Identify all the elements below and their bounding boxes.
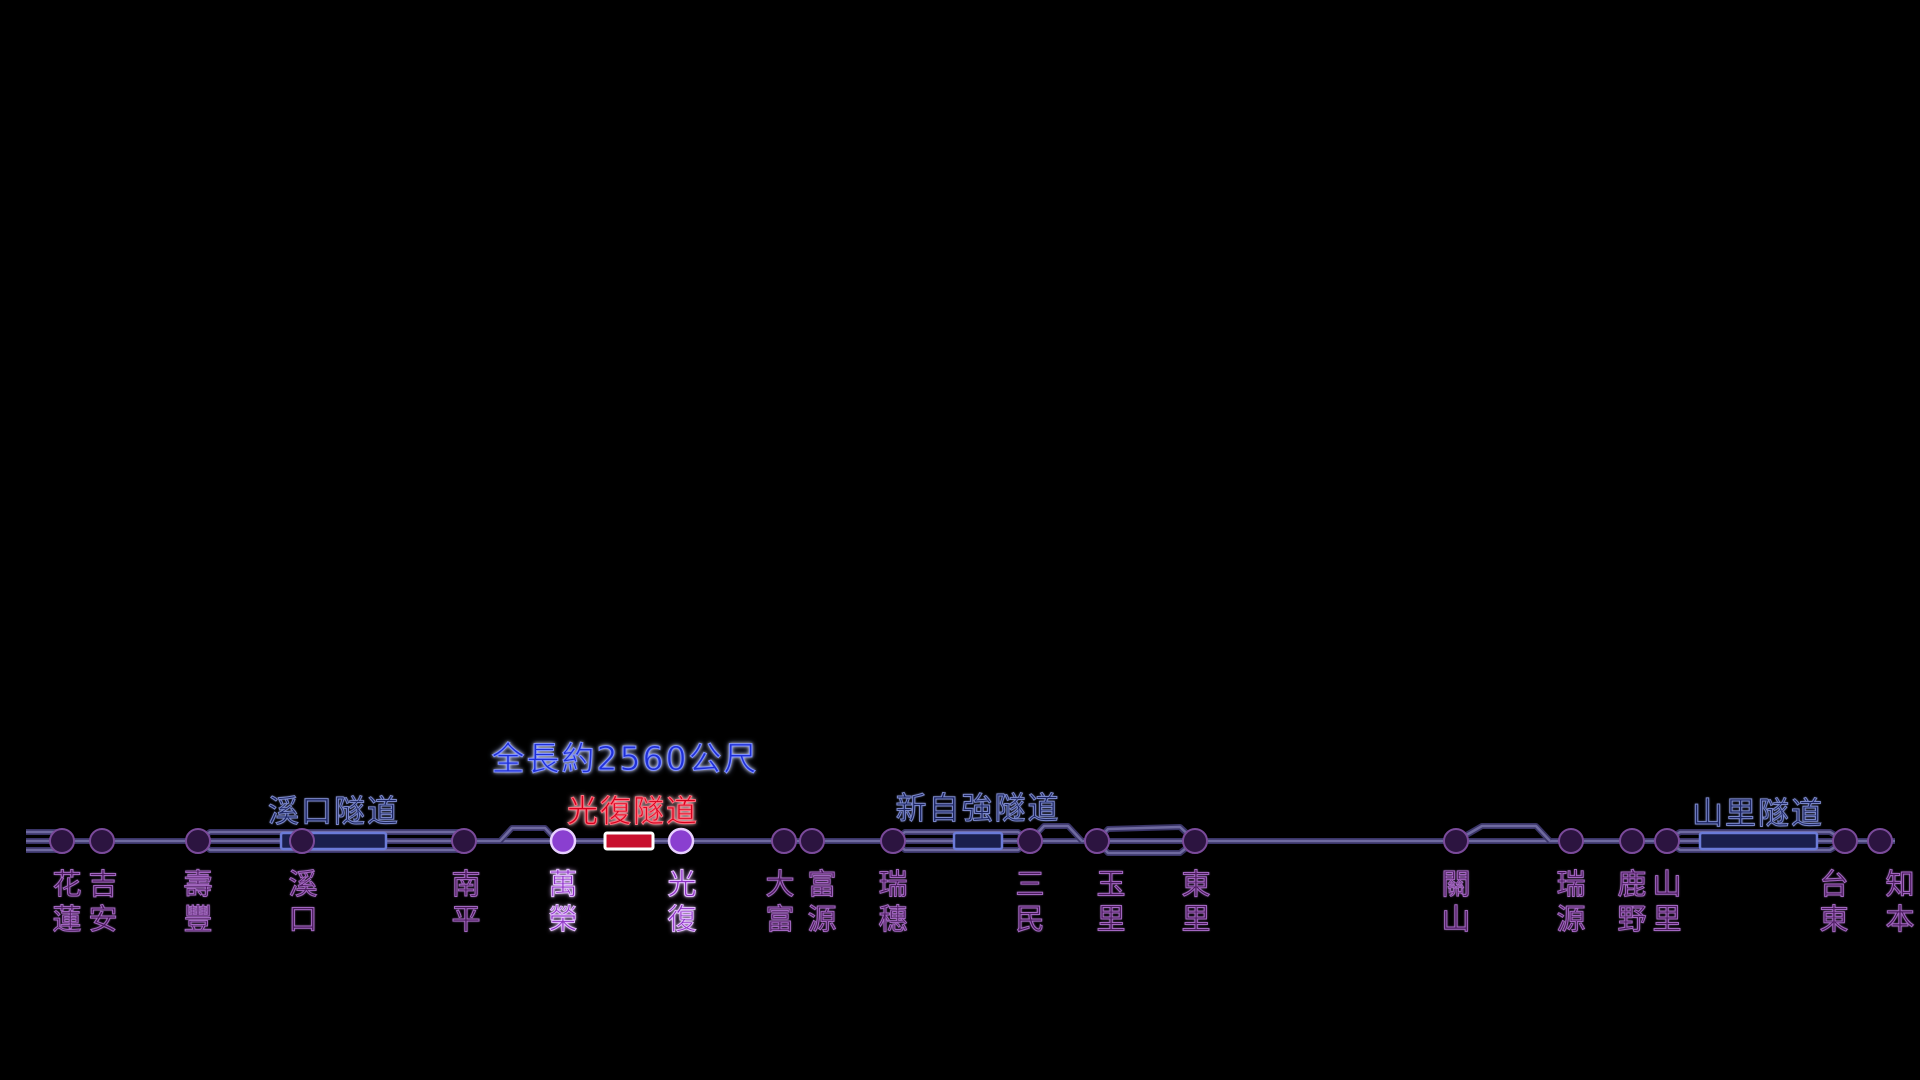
station-label-nanping: 南平	[451, 867, 481, 937]
station-char: 富	[765, 902, 795, 937]
station-char: 富	[807, 867, 837, 902]
station-char: 山	[1441, 902, 1471, 937]
station-node-fuyuan	[799, 828, 825, 854]
station-label-luye: 鹿野	[1617, 867, 1647, 937]
station-label-sanmin: 三民	[1015, 867, 1045, 937]
station-char: 東	[1819, 902, 1849, 937]
station-node-sanmin	[1017, 828, 1043, 854]
station-node-ruiyuan	[1558, 828, 1584, 854]
station-nodes	[49, 827, 1893, 855]
tunnel-box-guangfu	[603, 831, 655, 851]
station-char: 源	[807, 902, 837, 937]
station-char: 平	[451, 902, 481, 937]
station-label-ruisui: 瑞穗	[878, 867, 908, 937]
station-label-dongli: 東里	[1181, 867, 1211, 937]
station-char: 光	[667, 867, 697, 902]
station-node-dongli	[1182, 828, 1208, 854]
station-char: 本	[1885, 902, 1915, 937]
station-label-xikou: 溪口	[288, 867, 318, 937]
station-label-ruiyuan: 瑞源	[1556, 867, 1586, 937]
station-node-taitung	[1832, 828, 1858, 854]
station-char: 知	[1885, 867, 1915, 902]
tunnel-length-label: 全長約2560公尺	[491, 739, 759, 779]
station-node-ruisui	[880, 828, 906, 854]
station-char: 東	[1181, 867, 1211, 902]
station-char: 安	[88, 902, 118, 937]
station-char: 瑞	[1556, 867, 1586, 902]
station-char: 口	[288, 902, 318, 937]
station-node-dafu	[771, 828, 797, 854]
station-node-wanrong	[549, 827, 577, 855]
tunnel-label-xikou: 溪口隧道	[268, 794, 400, 831]
station-node-guanshan	[1443, 828, 1469, 854]
station-node-nanping	[451, 828, 477, 854]
station-label-guanshan: 關山	[1441, 867, 1471, 937]
station-char: 蓮	[52, 902, 82, 937]
station-node-shoufeng	[185, 828, 211, 854]
station-char: 玉	[1096, 867, 1126, 902]
station-char: 吉	[88, 867, 118, 902]
station-node-luye	[1619, 828, 1645, 854]
station-char: 瑞	[878, 867, 908, 902]
station-char: 台	[1819, 867, 1849, 902]
station-label-hualien: 花蓮	[52, 867, 82, 937]
tunnel-label-shanli: 山里隧道	[1692, 796, 1824, 833]
station-label-shoufeng: 壽豐	[183, 867, 213, 937]
station-node-jian	[89, 828, 115, 854]
station-char: 壽	[183, 867, 213, 902]
station-char: 大	[765, 867, 795, 902]
tunnel-label-guangfu: 光復隧道	[567, 794, 699, 831]
station-char: 榮	[548, 902, 578, 937]
station-label-yuli: 玉里	[1096, 867, 1126, 937]
station-char: 里	[1181, 902, 1211, 937]
station-char: 關	[1441, 867, 1471, 902]
station-label-guangfu: 光復	[667, 867, 697, 937]
station-char: 鹿	[1617, 867, 1647, 902]
station-char: 三	[1015, 867, 1045, 902]
station-char: 野	[1617, 902, 1647, 937]
station-char: 山	[1652, 867, 1682, 902]
station-label-taitung: 台東	[1819, 867, 1849, 937]
station-node-hualien	[49, 828, 75, 854]
station-char: 復	[667, 902, 697, 937]
station-node-guangfu	[667, 827, 695, 855]
tunnel-label-xinziqiang: 新自強隧道	[895, 791, 1061, 828]
station-label-fuyuan: 富源	[807, 867, 837, 937]
station-label-zhiben: 知本	[1885, 867, 1915, 937]
track-line-5	[480, 826, 558, 843]
station-label-shanli: 山里	[1652, 867, 1682, 937]
tunnel-box-xinziqiang	[952, 831, 1004, 851]
station-node-yuli	[1084, 828, 1110, 854]
station-label-jian: 吉安	[88, 867, 118, 937]
station-char: 源	[1556, 902, 1586, 937]
station-node-xikou	[289, 828, 315, 854]
station-char: 穗	[878, 902, 908, 937]
station-char: 萬	[548, 867, 578, 902]
station-label-dafu: 大富	[765, 867, 795, 937]
station-char: 溪	[288, 867, 318, 902]
station-node-zhiben	[1867, 828, 1893, 854]
tunnel-box-shanli	[1698, 831, 1819, 851]
station-char: 南	[451, 867, 481, 902]
station-char: 花	[52, 867, 82, 902]
track-line-11	[1455, 824, 1551, 843]
station-node-shanli	[1654, 828, 1680, 854]
station-char: 豐	[183, 902, 213, 937]
station-char: 里	[1652, 902, 1682, 937]
station-label-wanrong: 萬榮	[548, 867, 578, 937]
station-char: 民	[1015, 902, 1045, 937]
station-char: 里	[1096, 902, 1126, 937]
